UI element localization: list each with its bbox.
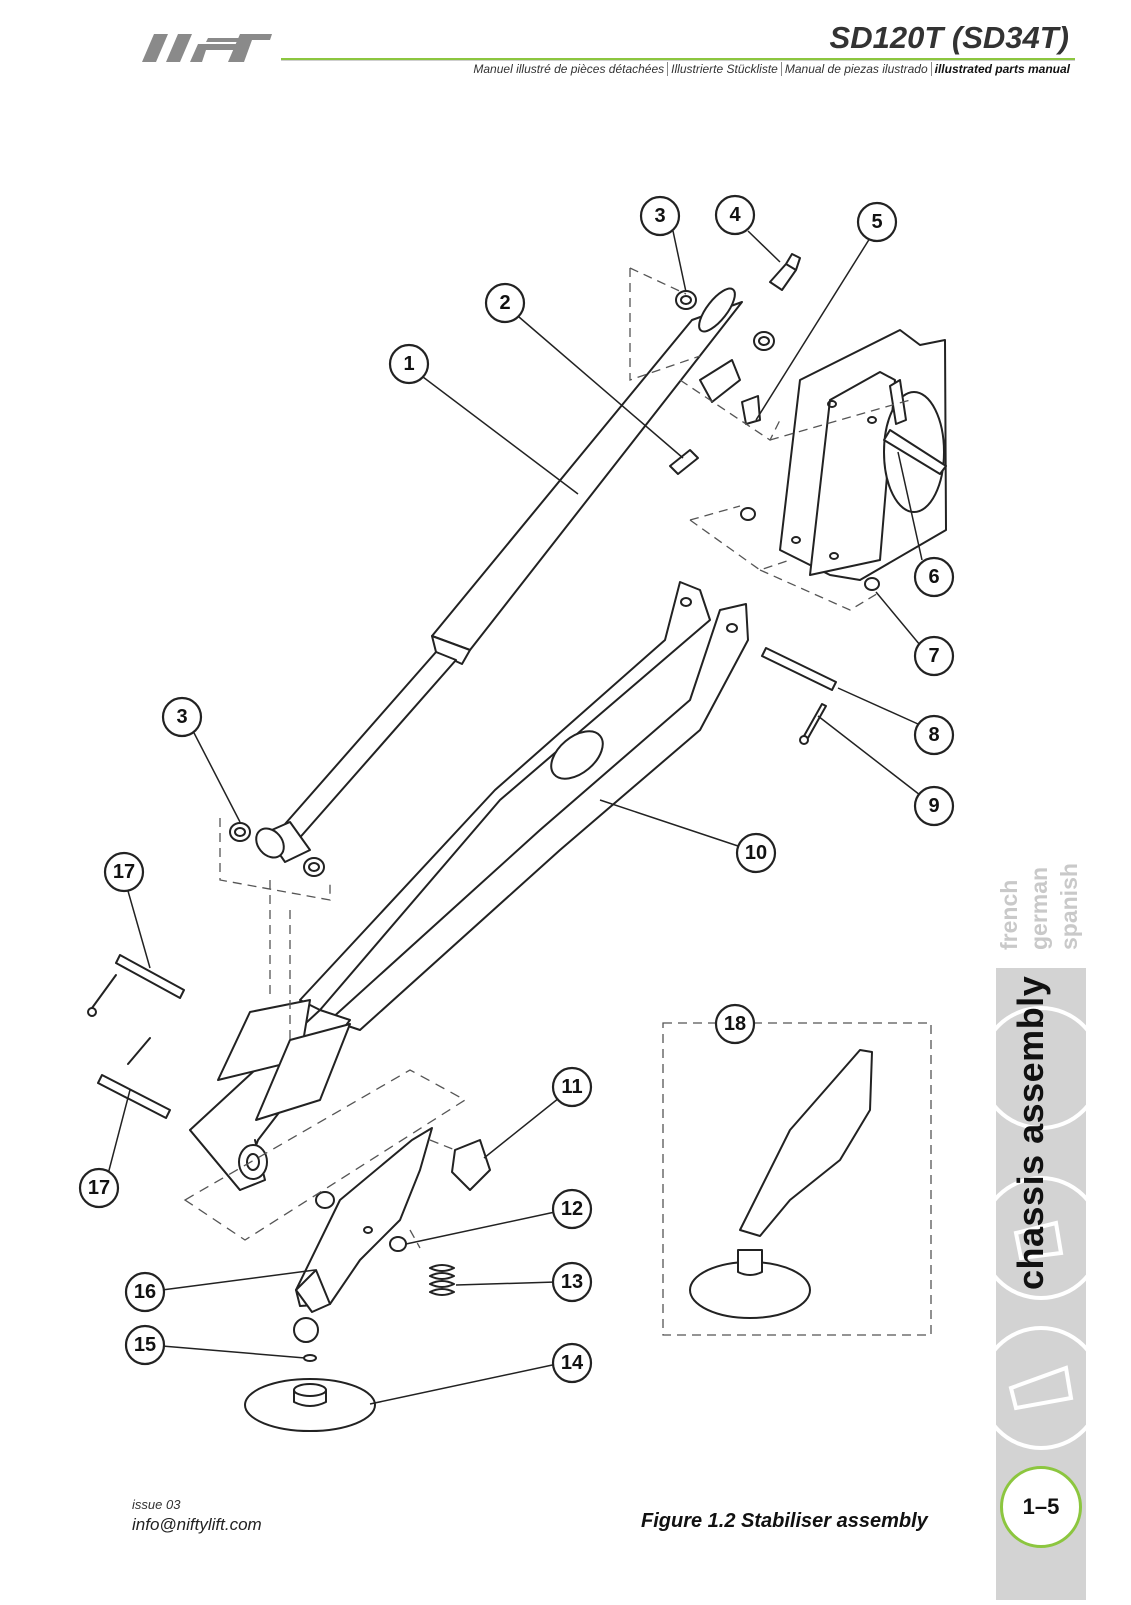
pin-17-lower: [97, 1074, 171, 1119]
callout-15: 15: [124, 1324, 166, 1366]
svg-text:1: 1: [403, 353, 414, 375]
svg-text:6: 6: [928, 566, 939, 588]
ram-cylinder: [255, 287, 743, 863]
callout-5: 5: [856, 201, 898, 243]
bolt-2: [669, 449, 699, 475]
callout-17-lower: 17: [78, 1167, 120, 1209]
callout-14: 14: [551, 1342, 593, 1384]
callout-12: 12: [551, 1188, 593, 1230]
svg-text:14: 14: [561, 1352, 584, 1374]
callout-2: 2: [484, 282, 526, 324]
svg-text:5: 5: [871, 211, 882, 233]
washer-top-right: [753, 331, 775, 351]
inset-foot-assembly: [689, 1049, 873, 1319]
svg-text:10: 10: [745, 842, 767, 864]
callout-3-lower: 3: [161, 696, 203, 738]
washer-lower-left: [229, 822, 251, 842]
callout-4: 4: [714, 194, 756, 236]
stabiliser-leg: [244, 1127, 491, 1432]
chassis-mount-plates: [740, 329, 947, 591]
section-title: chassis assembly: [1010, 975, 1051, 1290]
callout-11: 11: [551, 1066, 593, 1108]
bolt-5: [741, 395, 761, 425]
svg-text:7: 7: [928, 645, 939, 667]
svg-text:9: 9: [928, 795, 939, 817]
washer-lower-right: [303, 857, 325, 877]
header-rule: [281, 58, 1075, 60]
subtitle-english: illustrated parts manual: [930, 62, 1073, 76]
language-german: german: [1026, 866, 1052, 950]
svg-text:15: 15: [134, 1334, 156, 1356]
callout-10: 10: [735, 832, 777, 874]
callout-6: 6: [913, 556, 955, 598]
svg-text:4: 4: [729, 204, 741, 226]
svg-text:17: 17: [88, 1177, 110, 1199]
contact-email: info@niftylift.com: [132, 1515, 262, 1534]
grease-nipple: [769, 253, 801, 291]
manual-subtitles: Manuel illustré de pièces détachées Illu…: [470, 62, 1073, 76]
subtitle-french: Manuel illustré de pièces détachées: [473, 62, 665, 76]
svg-text:12: 12: [561, 1198, 583, 1220]
language-list: french german spanish: [990, 838, 1092, 958]
brand-logo: [142, 34, 272, 62]
callout-18: 18: [714, 1003, 756, 1045]
callout-1: 1: [388, 343, 430, 385]
language-french: french: [996, 879, 1022, 950]
svg-text:16: 16: [134, 1281, 156, 1303]
svg-text:17: 17: [113, 861, 135, 883]
svg-text:18: 18: [724, 1013, 746, 1035]
callout-7: 7: [913, 635, 955, 677]
svg-text:13: 13: [561, 1271, 583, 1293]
pin-17-upper: [115, 954, 185, 999]
issue-label: issue 03: [132, 1497, 181, 1512]
callout-9: 9: [913, 785, 955, 827]
linch-pin-9: [803, 703, 827, 739]
subtitle-german: Illustrierte Stückliste: [667, 62, 781, 76]
callout-13: 13: [551, 1261, 593, 1303]
figure-caption: Figure 1.2 Stabiliser assembly: [641, 1510, 928, 1532]
stabiliser-exploded-diagram: 1 2 3 3 4 5 6 7 8 9 10 11 12 13 14 15 16…: [78, 194, 955, 1432]
callout-3-upper: 3: [639, 195, 681, 237]
header-rule-shadow: [281, 60, 1075, 61]
svg-text:8: 8: [928, 724, 939, 746]
svg-text:3: 3: [654, 205, 665, 227]
page-number: 1–5: [1000, 1466, 1082, 1548]
clip-17-lower: [127, 1037, 151, 1065]
svg-text:3: 3: [176, 706, 187, 728]
svg-text:2: 2: [499, 292, 510, 314]
callout-8: 8: [913, 714, 955, 756]
svg-text:11: 11: [561, 1076, 582, 1098]
model-title: SD120T (SD34T): [829, 20, 1069, 55]
subtitle-spanish: Manual de piezas ilustrado: [780, 62, 931, 76]
pin-8: [761, 647, 837, 691]
clip-17-upper: [91, 974, 117, 1009]
stabiliser-arm: [189, 581, 749, 1191]
language-spanish: spanish: [1056, 863, 1082, 950]
callout-16: 16: [124, 1271, 166, 1313]
callout-17-upper: 17: [103, 851, 145, 893]
